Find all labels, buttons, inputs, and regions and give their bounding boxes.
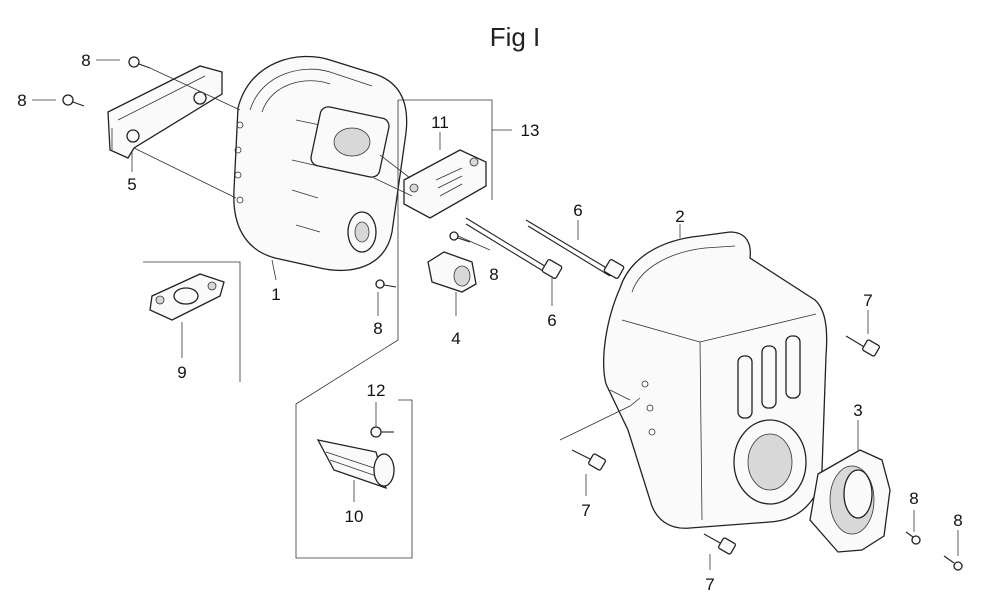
part-1-muffler xyxy=(233,55,408,271)
part-4-clamp xyxy=(427,251,477,293)
callout-6: 6 xyxy=(547,311,556,330)
callout-7: 7 xyxy=(581,501,590,520)
callout-9: 9 xyxy=(177,363,186,382)
part-3-deflector xyxy=(809,449,891,553)
callout-2: 2 xyxy=(675,207,684,226)
callout-7: 7 xyxy=(863,291,872,310)
part-9-gasket xyxy=(143,261,241,382)
callout-11: 11 xyxy=(431,113,449,132)
callout-12: 12 xyxy=(367,381,386,400)
part-12-screw xyxy=(370,426,394,438)
callout-3: 3 xyxy=(853,401,862,420)
callout-5: 5 xyxy=(127,175,136,194)
part-11-plate xyxy=(403,149,487,219)
callout-6: 6 xyxy=(573,201,582,220)
part-13-group-outline xyxy=(295,99,493,559)
part-2-cover xyxy=(603,231,828,529)
screws xyxy=(62,56,963,571)
callout-8: 8 xyxy=(909,489,918,508)
callout-1: 1 xyxy=(271,285,280,304)
part-10-screen xyxy=(316,439,395,490)
part-5-bracket xyxy=(107,65,223,159)
callout-7: 7 xyxy=(705,575,714,594)
callout-13: 13 xyxy=(521,121,540,140)
part-6-bolts xyxy=(465,217,625,279)
callout-8: 8 xyxy=(17,91,26,110)
callout-8: 8 xyxy=(81,51,90,70)
leader-lines xyxy=(32,59,959,570)
callout-4: 4 xyxy=(451,329,460,348)
callouts: 8 8 5 1 9 11 13 8 8 4 6 6 2 7 3 12 10 7 … xyxy=(17,51,962,594)
callout-10: 10 xyxy=(345,507,364,526)
callout-8: 8 xyxy=(953,511,962,530)
callout-8: 8 xyxy=(489,265,498,284)
figure-title: Fig I xyxy=(490,22,541,52)
callout-8: 8 xyxy=(373,319,382,338)
